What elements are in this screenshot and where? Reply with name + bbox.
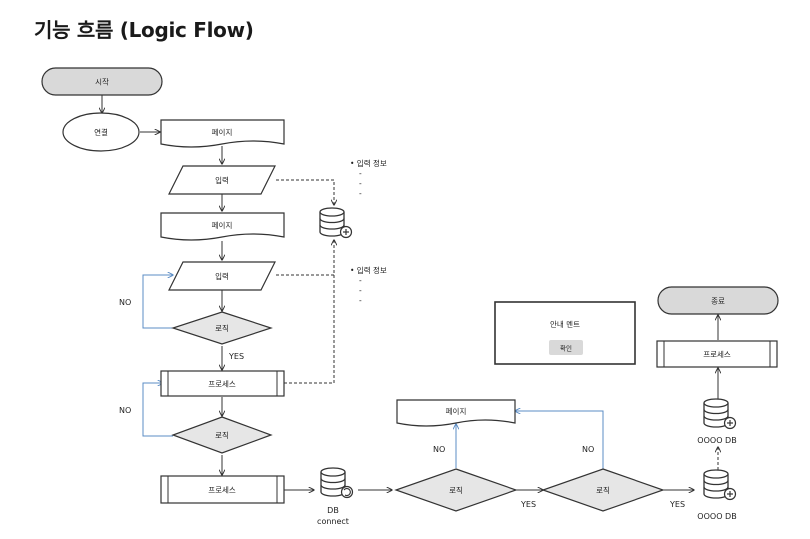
page-node-2: 페이지 <box>160 212 285 241</box>
database-icon <box>703 398 737 430</box>
process-node-2: 프로세스 <box>160 475 285 504</box>
process-label-1: 프로세스 <box>208 380 236 389</box>
edge-label-no: NO <box>582 445 594 454</box>
db-label-b: OOOO DB <box>697 512 736 521</box>
process-node-1: 프로세스 <box>160 370 285 397</box>
logic-label-1: 로직 <box>215 323 229 333</box>
edge-label-yes: YES <box>669 500 685 509</box>
process-node-3: 프로세스 <box>656 340 778 368</box>
connect-node: 연결 <box>62 112 140 152</box>
edge-label-no: NO <box>433 445 445 454</box>
confirm-label: 확인 <box>560 344 572 353</box>
edge-label-no: NO <box>119 298 131 307</box>
connectors <box>102 95 718 490</box>
confirm-button[interactable]: 확인 <box>549 340 583 355</box>
note-dash: - <box>359 286 362 295</box>
input-info-text-1: • 입력 정보 <box>350 158 387 168</box>
db-label-a: OOOO DB <box>697 436 736 445</box>
logic-decision-1: 로직 <box>171 311 273 345</box>
connect-label: 연결 <box>94 127 108 137</box>
end-label: 종료 <box>711 297 725 306</box>
process-label-2: 프로세스 <box>208 486 236 495</box>
logic-decision-4: 로직 <box>541 468 665 512</box>
page-title: 기능 흐름 (Logic Flow) <box>34 18 254 42</box>
end-terminal: 종료 <box>657 286 779 315</box>
note-dash: - <box>359 179 362 188</box>
input-info-note-2: • 입력 정보 - - - <box>350 265 387 305</box>
page-node-1: 페이지 <box>160 119 285 148</box>
page-node-3: 페이지 <box>396 399 516 427</box>
db-connect-icon <box>320 467 354 499</box>
logic-label-2: 로직 <box>215 430 229 440</box>
database-icon <box>703 469 737 501</box>
input-info-note-1: • 입력 정보 - - - <box>350 158 387 198</box>
logic-label-3: 로직 <box>449 485 463 495</box>
start-label: 시작 <box>95 77 109 87</box>
db-connect-label-1: DB <box>327 506 339 515</box>
page-label-2: 페이지 <box>212 220 233 230</box>
start-terminal: 시작 <box>41 67 163 96</box>
process-label-3: 프로세스 <box>703 350 731 359</box>
database-icon <box>319 207 353 239</box>
notice-message: 안내 멘트 <box>550 319 580 329</box>
dashed-connectors <box>276 179 718 470</box>
input-node-1: 입력 <box>168 165 276 195</box>
note-dash: - <box>359 169 362 178</box>
page-label-1: 페이지 <box>212 127 233 137</box>
note-dash: - <box>359 189 362 198</box>
logic-decision-3: 로직 <box>394 468 518 512</box>
input-label-2: 입력 <box>215 272 229 281</box>
input-label-1: 입력 <box>215 176 229 185</box>
edge-label-yes: YES <box>228 352 244 361</box>
logic-label-4: 로직 <box>596 485 610 495</box>
edge-label-no: NO <box>119 406 131 415</box>
feedback-loops <box>142 275 604 470</box>
page-label-3: 페이지 <box>446 406 467 416</box>
edge-label-yes: YES <box>520 500 536 509</box>
logic-decision-2: 로직 <box>171 416 273 454</box>
note-dash: - <box>359 276 362 285</box>
input-info-text-2: • 입력 정보 <box>350 265 387 275</box>
db-connect-label-2: connect <box>317 517 349 526</box>
input-node-2: 입력 <box>168 261 276 291</box>
note-dash: - <box>359 296 362 305</box>
